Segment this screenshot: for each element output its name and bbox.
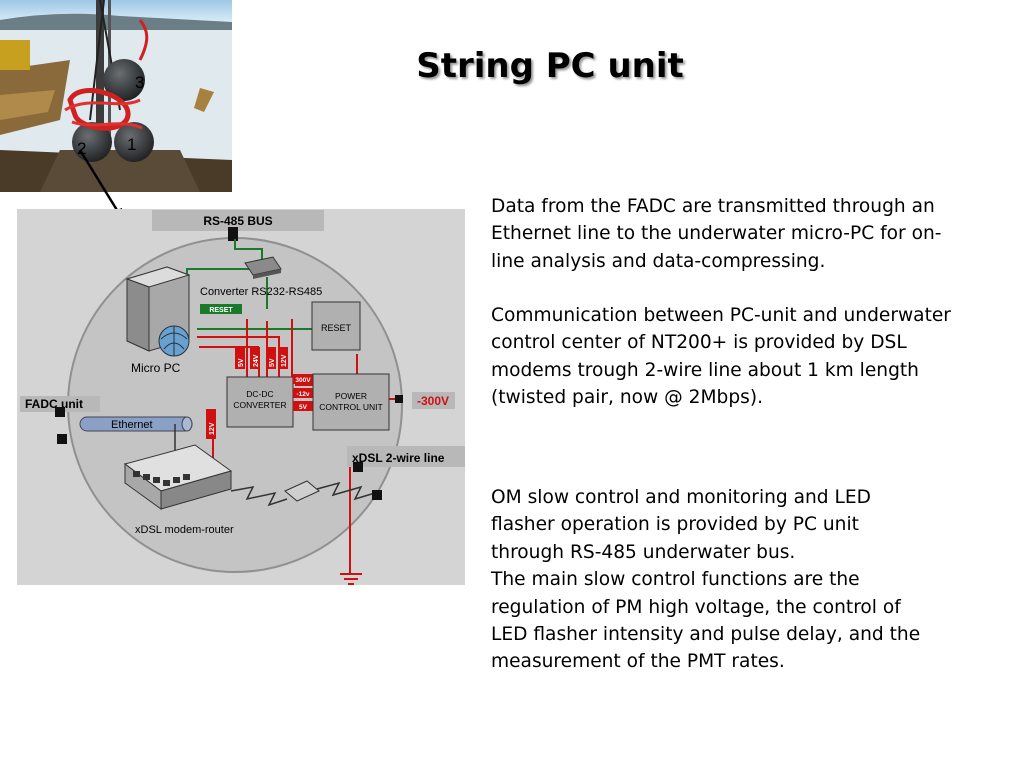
- photo-label-1: 1: [127, 135, 136, 154]
- tag-300v: [293, 374, 313, 384]
- tag-12v: [278, 347, 288, 369]
- p1-line-3: line analysis and data-compressing.: [491, 250, 826, 272]
- ethernet-label: Ethernet: [111, 419, 153, 431]
- p1-line-1: Data from the FADC are transmitted throu…: [491, 196, 935, 217]
- tag-5v-label: 5V: [238, 358, 245, 367]
- tag-24v: [250, 347, 260, 369]
- converter-device: [244, 256, 282, 279]
- tag-12v-b-label: 12V: [209, 422, 216, 435]
- slide-title: String PC unit: [416, 46, 684, 86]
- reset-small-tag: [200, 304, 242, 314]
- string-photo: 3 2 1: [0, 0, 232, 192]
- dsl-connector: [372, 490, 382, 500]
- p3-line-7: measurement of the PMT rates.: [491, 651, 785, 673]
- power-label-2: CONTROL UNIT: [319, 402, 382, 412]
- p2-line-2: control center of NT200+ is provided by …: [491, 332, 907, 354]
- tag-300v-label: 300V: [295, 377, 311, 384]
- pc-unit-schematic: RS-485 BUS Converter RS232-RS485 RESET: [17, 209, 465, 585]
- xdsl-label: xDSL 2-wire line: [352, 451, 445, 465]
- p2-line-1: Communication between PC-unit and underw…: [491, 305, 951, 326]
- string-photo-image: 3 2 1: [0, 0, 232, 192]
- xdsl-label-bg: [347, 446, 465, 467]
- tag-12v-label: 12V: [281, 354, 288, 367]
- dcdc-converter-box: [226, 376, 294, 428]
- converter-label: Converter RS232-RS485: [200, 286, 322, 298]
- p1-line-2: Ethernet line to the underwater micro-PC…: [491, 223, 942, 245]
- pc-unit-diagram: RS-485 BUS Converter RS232-RS485 RESET: [17, 209, 465, 589]
- fadc-label: FADC unit: [25, 397, 83, 411]
- modem-label: xDSL modem-router: [135, 524, 234, 536]
- tag-5v-b: [266, 347, 276, 369]
- reset-box: [311, 301, 361, 351]
- power-label-1: POWER: [335, 391, 367, 401]
- p3-line-1: OM slow control and monitoring and LED: [491, 487, 871, 508]
- rs485-bus-label-bg: [152, 210, 324, 231]
- p3-line-6: LED flasher intensity and pulse delay, a…: [491, 624, 921, 646]
- dsl-link-2: [316, 481, 376, 501]
- p2-line-3: modems trough 2-wire line about 1 km len…: [491, 359, 919, 381]
- micro-pc-tower: [125, 266, 191, 357]
- p2-line-4: (twisted pair, now @ 2Mbps).: [491, 387, 763, 409]
- tag-12v-b: [206, 409, 216, 439]
- reset-box-label: RESET: [321, 323, 352, 333]
- photo-label-3: 3: [135, 73, 144, 92]
- minus300v-label: -300V: [417, 394, 449, 408]
- ground-symbol: [340, 573, 362, 585]
- dsl-link-1: [230, 485, 288, 507]
- dsl-splitter: [284, 480, 320, 502]
- reset-small-label: RESET: [209, 307, 233, 314]
- p3-line-3: through RS-485 underwater bus.: [491, 541, 796, 563]
- dcdc-label-1: DC-DC: [246, 389, 273, 399]
- rs485-connector: [228, 227, 238, 241]
- hv-connector: [395, 395, 403, 403]
- tag-minus12v: [293, 388, 313, 398]
- tag-5v-c: [293, 401, 313, 411]
- fadc-connector-1: [55, 407, 65, 417]
- xdsl-modem-router: [123, 444, 233, 510]
- p3-line-2: flasher operation is provided by PC unit: [491, 514, 859, 536]
- photo-label-2: 2: [77, 139, 86, 158]
- paragraph-slow-control: OM slow control and monitoring and LED f…: [491, 484, 1021, 676]
- tag-24v-label: 24V: [253, 354, 260, 367]
- fadc-label-bg: [20, 396, 100, 412]
- xdsl-connector: [353, 462, 363, 472]
- micro-pc-label: Micro PC: [131, 361, 181, 375]
- tag-5v-b-label: 5V: [269, 358, 276, 367]
- tag-5v: [235, 347, 245, 369]
- p3-line-5: regulation of PM high voltage, the contr…: [491, 596, 901, 618]
- tag-minus12v-label: -12v: [296, 391, 309, 398]
- paragraph-communication: Communication between PC-unit and underw…: [491, 302, 1021, 412]
- rs485-bus-label: RS-485 BUS: [203, 214, 272, 228]
- minus300v-bg: [412, 392, 455, 409]
- p3-line-4: The main slow control functions are the: [491, 569, 860, 591]
- ethernet-cable: [79, 416, 193, 432]
- dcdc-label-2: CONVERTER: [233, 400, 286, 410]
- fadc-connector-2: [57, 434, 67, 444]
- power-control-box: [312, 373, 390, 431]
- paragraph-fadc-data: Data from the FADC are transmitted throu…: [491, 193, 1021, 275]
- tag-5v-c-label: 5V: [299, 404, 308, 411]
